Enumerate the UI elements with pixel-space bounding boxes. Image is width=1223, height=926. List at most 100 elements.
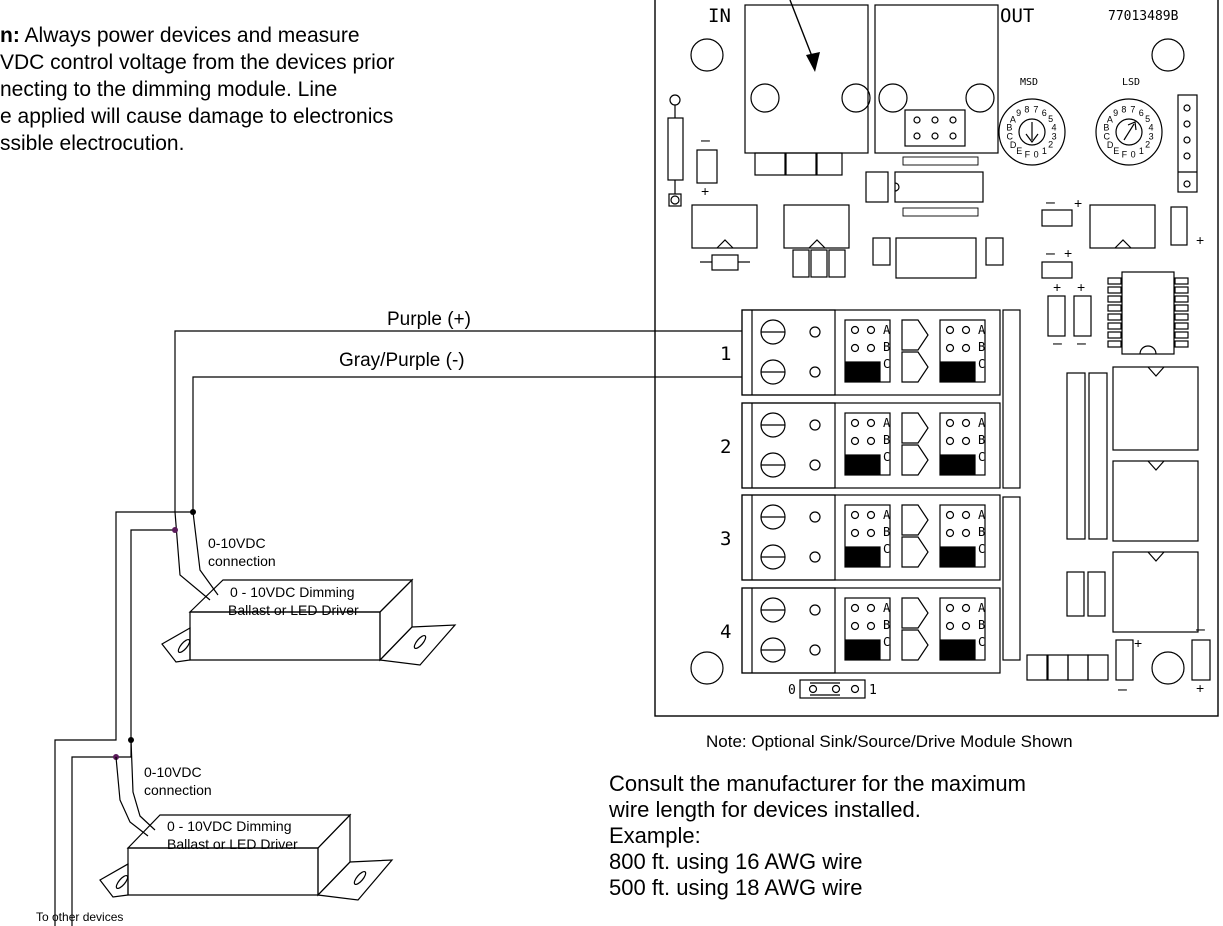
- ballast-2-label-line2: Ballast or LED Driver: [167, 836, 298, 852]
- hex-digit-label: 7: [1130, 104, 1135, 114]
- ballast-1-label-line1: 0 - 10VDC Dimming: [230, 584, 354, 600]
- rotary-switch-msd: MSD: [998, 77, 1066, 166]
- polarity-minus: –: [1046, 245, 1055, 262]
- terminal-letter-label: A: [883, 323, 891, 337]
- hex-digit-label: 6: [1139, 108, 1144, 118]
- consult-line-4: 800 ft. using 16 AWG wire: [609, 849, 863, 874]
- ballast-1-label-line2: Ballast or LED Driver: [228, 602, 359, 618]
- hex-digit-label: 8: [1024, 104, 1029, 114]
- caution-line-3: necting to the dimming module. Line: [0, 78, 338, 101]
- rotary-switch-lsd: LSD: [1095, 77, 1163, 166]
- ballast-2-label-line1: 0 - 10VDC Dimming: [167, 818, 291, 834]
- terminal-letter-label: B: [978, 618, 985, 632]
- channel-number-label: 3: [720, 528, 731, 550]
- purple-plus-label: Purple (+): [387, 309, 471, 330]
- terminal-letter-label: B: [883, 618, 890, 632]
- terminal-letter-label: A: [978, 323, 986, 337]
- gray-purple-minus-label: Gray/Purple (-): [339, 350, 465, 371]
- hex-digit-label: 0: [1131, 150, 1136, 160]
- hex-digit-label: 8: [1121, 104, 1126, 114]
- hex-digit-label: 2: [1048, 140, 1053, 150]
- terminal-letter-label: B: [883, 525, 890, 539]
- mounting-hole: [690, 38, 724, 72]
- mounting-hole: [1151, 651, 1185, 685]
- optional-module-note: Note: Optional Sink/Source/Drive Module …: [706, 732, 1073, 751]
- hex-digit-label: 1: [1139, 146, 1144, 156]
- hex-digit-label: D: [1010, 140, 1017, 150]
- in-label: IN: [708, 5, 731, 27]
- hex-digit-label: 4: [1052, 122, 1057, 132]
- terminal-letter-label: C: [978, 357, 985, 371]
- terminal-letter-label: A: [978, 508, 986, 522]
- terminal-letter-label: A: [883, 601, 891, 615]
- hex-digit-label: 4: [1149, 122, 1154, 132]
- hex-digit-label: A: [1010, 114, 1016, 124]
- polarity-plus: +: [1196, 232, 1204, 248]
- terminal-letter-label: B: [978, 525, 985, 539]
- consult-line-1: Consult the manufacturer for the maximum: [609, 771, 1026, 796]
- hex-digit-label: 5: [1145, 114, 1150, 124]
- terminal-letter-label: C: [883, 450, 890, 464]
- rj-jack-out: [874, 4, 999, 154]
- terminal-letter-label: A: [978, 416, 986, 430]
- hex-digit-label: E: [1113, 146, 1119, 156]
- terminal-letter-label: C: [883, 542, 890, 556]
- caution-lead: n:: [0, 24, 20, 47]
- terminal-letter-label: C: [978, 542, 985, 556]
- polarity-plus: +: [1074, 195, 1082, 211]
- to-other-devices-label: To other devices: [36, 910, 123, 924]
- hex-digit-label: 6: [1042, 108, 1047, 118]
- hex-digit-label: 2: [1145, 140, 1150, 150]
- polarity-plus: +: [1053, 279, 1061, 295]
- hex-digit-label: 7: [1033, 104, 1038, 114]
- polarity-minus: –: [1196, 621, 1205, 638]
- hex-digit-label: 1: [1042, 146, 1047, 156]
- ballast-1: [161, 578, 457, 666]
- polarity-plus: +: [1196, 680, 1204, 696]
- mounting-hole: [1151, 38, 1185, 72]
- terminal-letter-label: C: [978, 450, 985, 464]
- polarity-plus: +: [1077, 279, 1085, 295]
- hex-digit-label: D: [1107, 140, 1114, 150]
- mounting-hole: [690, 651, 724, 685]
- polarity-plus: +: [1134, 635, 1142, 651]
- consult-line-5: 500 ft. using 18 AWG wire: [609, 875, 863, 900]
- hex-digit-label: F: [1025, 150, 1031, 160]
- consult-line-2: wire length for devices installed.: [609, 797, 921, 822]
- dimming-module-board: IN OUT 77013489B – +: [654, 0, 1219, 717]
- polarity-plus: +: [701, 183, 709, 199]
- terminal-letter-label: B: [883, 433, 890, 447]
- ballast-2-connection-line2: connection: [144, 782, 212, 798]
- caution-text: n: Always power devices and measure VDC …: [0, 22, 520, 157]
- consult-text: Consult the manufacturer for the maximum…: [609, 771, 1169, 901]
- ballast-2: [99, 813, 394, 901]
- consult-line-3: Example:: [609, 823, 701, 848]
- ballast-1-connection-line1: 0-10VDC: [208, 535, 266, 551]
- hex-digit-label: 9: [1016, 108, 1021, 118]
- hex-digit-label: 3: [1149, 131, 1154, 141]
- caution-line-2: VDC control voltage from the devices pri…: [0, 51, 395, 74]
- jumper-1-label: 1: [869, 683, 877, 698]
- hex-digit-label: E: [1016, 146, 1022, 156]
- polarity-minus: –: [1077, 335, 1086, 352]
- polarity-minus: –: [1046, 194, 1055, 211]
- polarity-minus: –: [1053, 335, 1062, 352]
- hex-digit-label: C: [1006, 132, 1013, 142]
- terminal-letter-label: B: [883, 340, 890, 354]
- terminal-letter-label: A: [883, 416, 891, 430]
- channel-number-label: 4: [720, 621, 731, 643]
- terminal-letter-label: C: [883, 357, 890, 371]
- jumper: 0 1: [788, 679, 877, 699]
- lsd-label: LSD: [1122, 77, 1140, 88]
- hex-digit-label: A: [1107, 114, 1113, 124]
- hex-digit-label: 5: [1048, 114, 1053, 124]
- ballast-1-connection-line2: connection: [208, 553, 276, 569]
- hex-digit-label: 9: [1113, 108, 1118, 118]
- pointer-arrow: [789, 0, 816, 65]
- terminal-letter-label: C: [883, 635, 890, 649]
- caution-line-1: Always power devices and measure: [24, 24, 360, 47]
- caution-line-4: e applied will cause damage to electroni…: [0, 105, 394, 128]
